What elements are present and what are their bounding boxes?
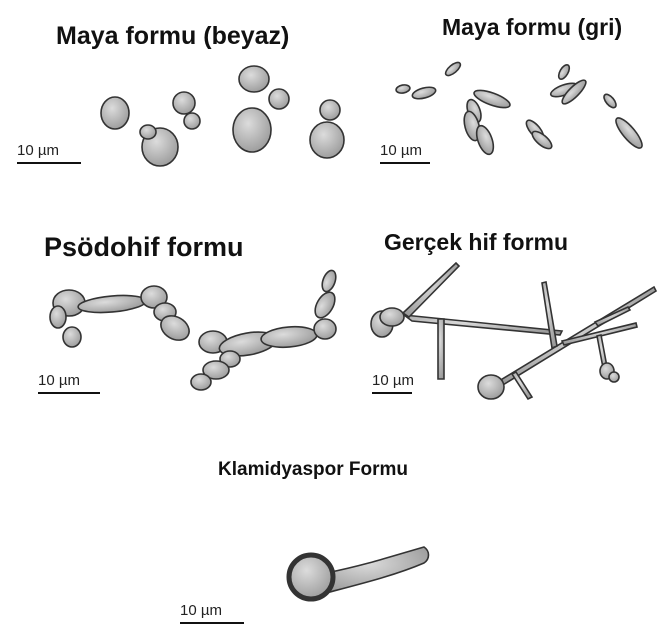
pseudohypha-cell [50,306,66,328]
yeast-cell [239,66,269,92]
panel-pseudohypha: Psödohif formu 10 µm [32,207,366,411]
yeast-bud [269,89,289,109]
scale-line [372,392,412,394]
yeast-cell [602,92,618,109]
scale-line [380,162,430,164]
hypha-branch [403,263,459,317]
scale-label: 10 µm [180,603,244,619]
scale-label: 10 µm [17,143,81,159]
hypha-branch [595,307,630,326]
pseudohypha-cell [314,319,336,339]
scale-bar: 10 µm [38,373,100,394]
scale-bar: 10 µm [380,143,430,164]
pseudohypha-cell [311,289,339,321]
panel-yeast-white: Maya formu (beyaz) 10 µm [0,0,370,190]
pseudohypha-cell [191,374,211,390]
chlamydospore [289,555,333,599]
pseudohypha-cell [77,293,146,315]
hypha-mother-cell [609,372,619,382]
yeast-cell [612,115,646,152]
chlamydospore-hypha [326,547,429,593]
scale-label: 10 µm [372,373,414,389]
scale-label: 10 µm [38,373,100,389]
yeast-bud [140,125,156,139]
panel-true-hypha: Gerçek hif formu 10 µm [366,207,660,411]
scale-line [180,622,244,624]
yeast-cell [320,100,340,120]
scale-line [38,392,100,394]
yeast-cell [411,85,437,101]
panel-yeast-gray: Maya formu (gri) 10 µm [374,0,660,190]
scale-bar: 10 µm [17,143,81,164]
yeast-cell [444,60,463,78]
scale-bar: 10 µm [372,373,414,394]
yeast-cell [173,92,195,114]
hypha-mother-cell [380,308,404,326]
yeast-cell [233,108,271,152]
pseudohypha-cell [260,325,318,350]
hypha-branch [404,315,562,335]
scale-line [17,162,81,164]
scale-bar: 10 µm [180,603,244,624]
pseudohypha-cell [320,269,339,294]
yeast-cell [310,122,344,158]
hypha-mother-cell [478,375,504,399]
scale-label: 10 µm [380,143,430,159]
hypha-branch [438,319,444,379]
panel-chlamydospore: Klamidyaspor Formu 10 µm [176,447,510,630]
hypha-branch [542,282,557,348]
yeast-cell [395,84,410,94]
yeast-bud [184,113,200,129]
yeast-cell [101,97,129,129]
hypha-branch [512,372,532,399]
pseudohypha-cell [63,327,81,347]
yeast-cell [557,63,572,81]
